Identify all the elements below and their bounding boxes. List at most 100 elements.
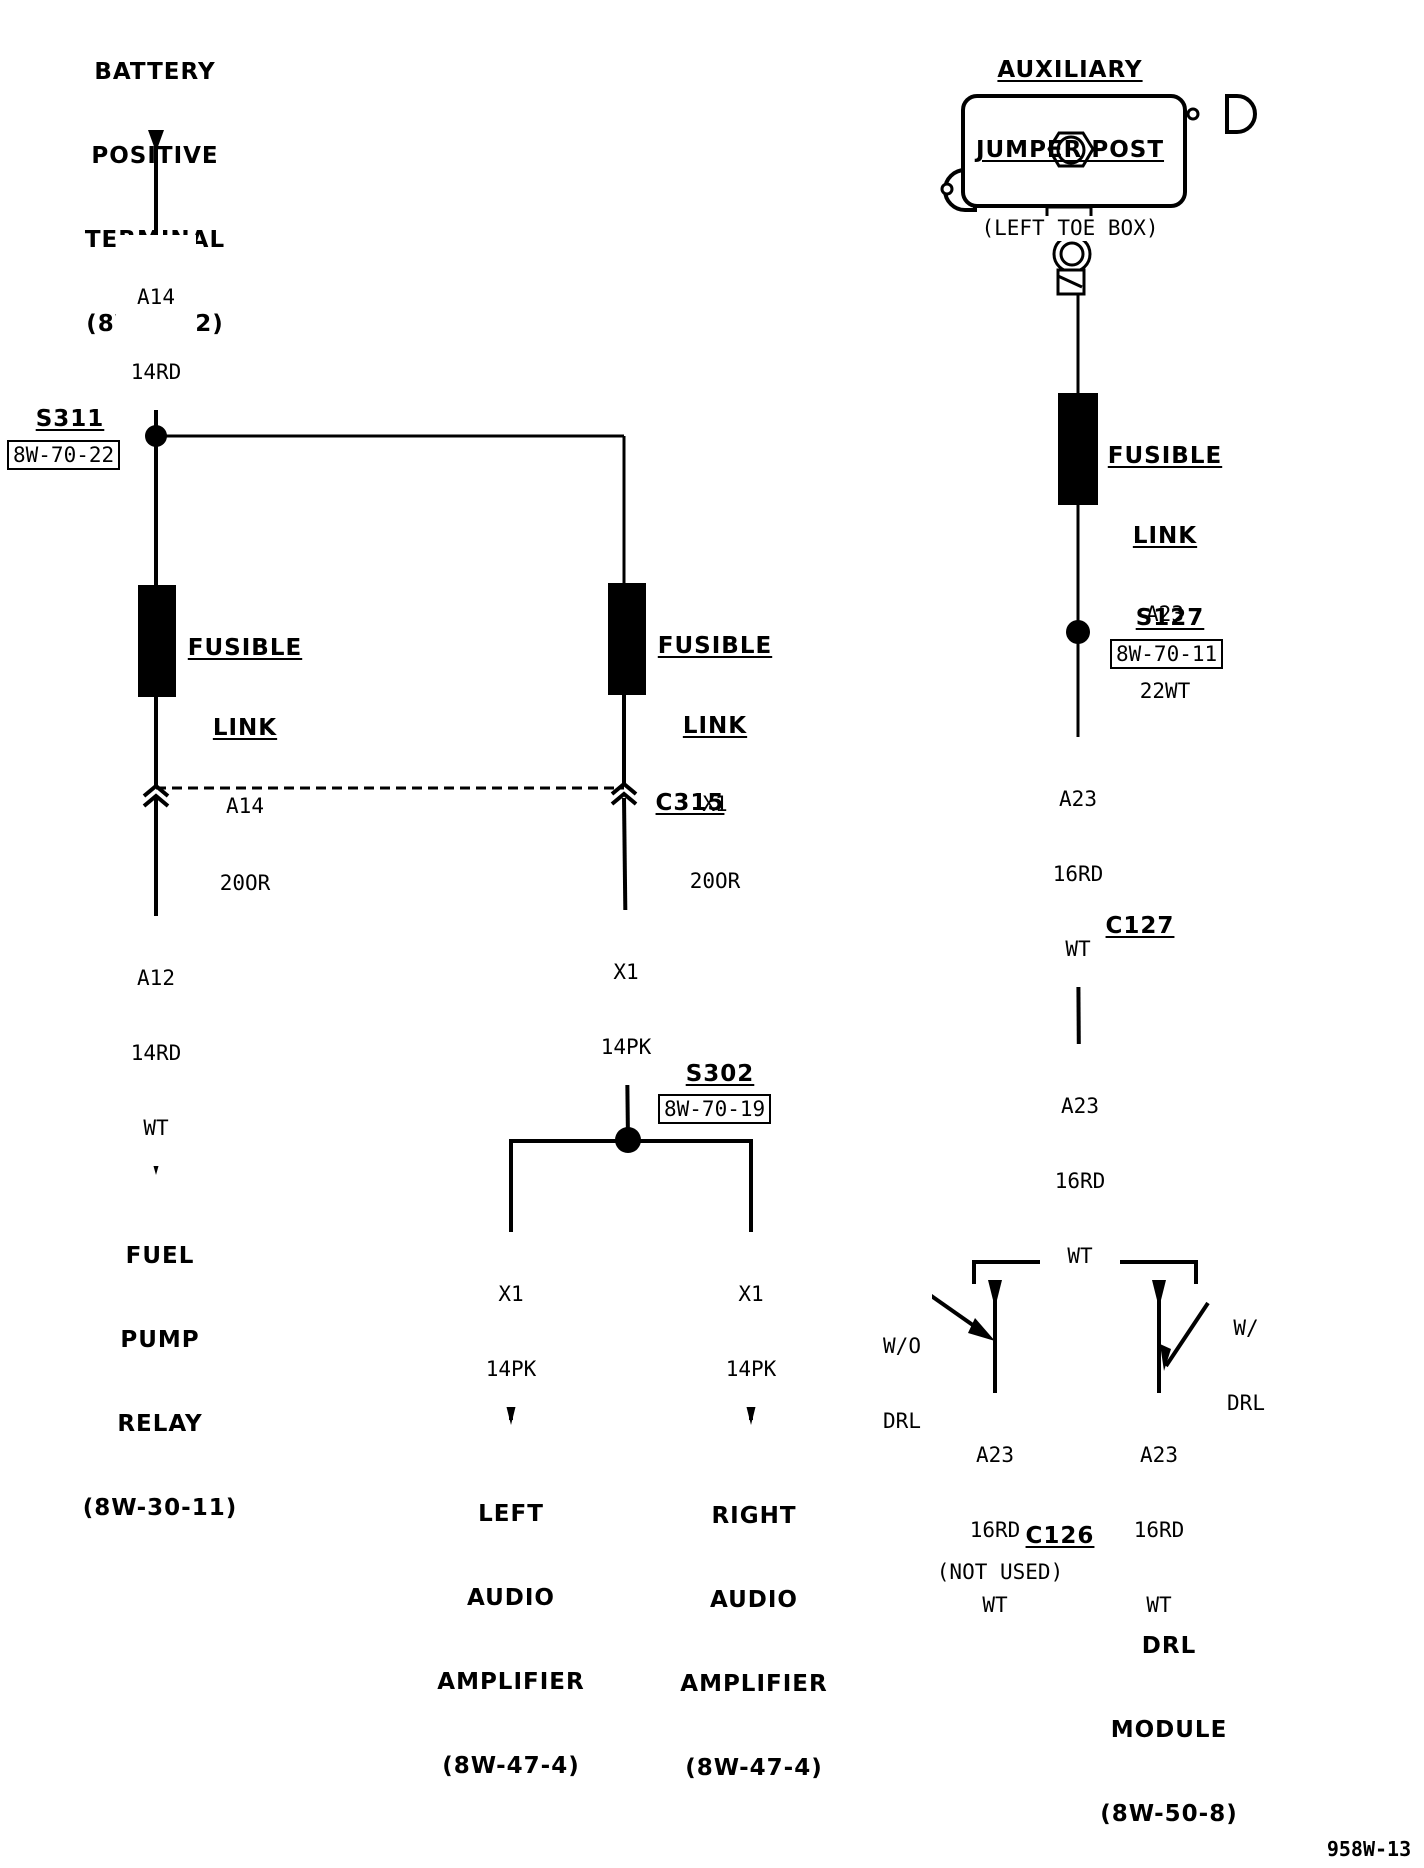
fusible-link-middle-icon [608, 583, 646, 695]
wire-tracer: WT [1146, 1593, 1172, 1617]
wo-drl-pointer-head-icon [968, 1318, 995, 1341]
fusible-title: FUSIBLE [1107, 443, 1223, 469]
wire-gauge-color: 14PK [485, 1357, 537, 1381]
dest-line-3: RELAY [117, 1411, 203, 1437]
circuit-code: A23 [1140, 1443, 1178, 1467]
circuit-code: X1 [738, 1282, 764, 1306]
circuit-code: A12 [137, 966, 175, 990]
fuel-pump-relay-label: FUEL PUMP RELAY (8W-30-11) [60, 1186, 260, 1550]
link-title: LINK [682, 713, 748, 739]
wire-gauge-color: 16RD [1133, 1518, 1185, 1542]
wire-label-x1-right: X1 14PK [711, 1232, 791, 1407]
auxiliary-jumper-post-label: AUXILIARY JUMPER POST (LEFT TOE BOX) [960, 4, 1180, 267]
wire-gauge-color: 16RD [1052, 862, 1104, 886]
circuit-code: A23 [1059, 787, 1097, 811]
circuit-code: A14 [137, 285, 175, 309]
jumper-location: (LEFT TOE BOX) [960, 216, 1180, 241]
dest-line-2: AUDIO [710, 1587, 798, 1613]
w-drl-pointer [1164, 1301, 1210, 1368]
option-line-2: DRL [1227, 1391, 1265, 1415]
circuit-code: A23 [1061, 1094, 1099, 1118]
wire-tracer: WT [1065, 937, 1091, 961]
jumper-title-2: JUMPER POST [975, 137, 1165, 163]
dest-line-3: AMPLIFIER [437, 1669, 585, 1695]
dest-ref: (8W-47-4) [685, 1755, 823, 1781]
right-audio-amplifier-label: RIGHT AUDIO AMPLIFIER (8W-47-4) [654, 1446, 854, 1810]
wire-label-x1-left: X1 14PK [471, 1232, 551, 1407]
connector-c126-label: C126 [1025, 1523, 1095, 1549]
wire-label-a23-wo-drl: A23 16RD WT [955, 1393, 1035, 1643]
option-line-2: DRL [883, 1409, 921, 1433]
wire-tracer: WT [982, 1593, 1008, 1617]
wire-label-a23-lower: A23 16RD WT [1040, 1044, 1120, 1294]
fusible-title: FUSIBLE [187, 635, 303, 661]
circuit-code: X1 [613, 960, 639, 984]
dest-line-3: AMPLIFIER [680, 1671, 828, 1697]
option-without-drl-label: W/O DRL [872, 1284, 932, 1459]
wire-label-a12: A12 14RD WT [116, 916, 196, 1166]
fusible-title: FUSIBLE [657, 633, 773, 659]
wire-gauge-color: 16RD [969, 1518, 1021, 1542]
arrow-battery-icon [148, 130, 164, 152]
fusible-circuit: X1 [650, 792, 780, 817]
link-title: LINK [212, 715, 278, 741]
wire-label-a23-w-drl: A23 16RD WT [1119, 1393, 1199, 1643]
dest-line-1: DRL [1141, 1633, 1197, 1659]
dest-ref: (8W-50-8) [1100, 1801, 1238, 1827]
drl-module-label: DRL MODULE (8W-50-8) [1069, 1576, 1269, 1856]
dest-line-1: FUEL [125, 1243, 195, 1269]
arrow-wo-drl-branch-icon [988, 1280, 1002, 1308]
splice-s311-dot [145, 425, 167, 447]
dest-ref: (8W-47-4) [442, 1753, 580, 1779]
wire-gauge-color: 14RD [130, 1041, 182, 1065]
connector-c315-right-icon [610, 781, 638, 806]
arrow-w-drl-branch-icon [1152, 1280, 1166, 1308]
fusible-link-right-icon [1058, 393, 1098, 505]
option-with-drl-label: W/ DRL [1216, 1266, 1276, 1441]
jumper-post-icon [940, 94, 1257, 296]
battery-line-2: POSITIVE [91, 143, 219, 169]
wire-label-a23-upper: A23 16RD WT [1038, 737, 1118, 987]
splice-s311-ref: 8W-70-22 [7, 440, 121, 470]
w-drl-pointer-head-icon [1160, 1344, 1171, 1371]
splice-s311-label: S311 [35, 406, 105, 432]
wire-tracer: WT [143, 1116, 169, 1140]
splice-s127-dot [1066, 620, 1090, 644]
fusible-link-middle-label: FUSIBLE LINK X1 20OR [650, 580, 780, 920]
wire-label-x1-mid: X1 14PK [586, 910, 666, 1085]
dest-line-2: PUMP [120, 1327, 200, 1353]
wire-gauge-color: 14PK [725, 1357, 777, 1381]
link-title: LINK [1132, 523, 1198, 549]
option-line-1: W/O [883, 1334, 921, 1358]
circuit-code: A23 [976, 1443, 1014, 1467]
dest-ref: (8W-30-11) [82, 1495, 238, 1521]
splice-s127-label: S127 [1135, 605, 1205, 631]
left-audio-amplifier-label: LEFT AUDIO AMPLIFIER (8W-47-4) [411, 1444, 611, 1808]
fusible-circuit: A23 [1100, 602, 1230, 627]
fusible-wire: 22WT [1100, 679, 1230, 704]
wire-tracer: WT [1067, 1244, 1093, 1268]
fusible-link-left-icon [138, 585, 176, 697]
wire-label-a14-top: A14 14RD [116, 235, 196, 410]
dest-line-1: RIGHT [711, 1503, 797, 1529]
splice-s302-ref: 8W-70-19 [658, 1094, 772, 1124]
dest-line-2: AUDIO [467, 1585, 555, 1611]
circuit-code: X1 [498, 1282, 524, 1306]
connector-c315-left-icon [142, 783, 170, 808]
connector-c127-label: C127 [1105, 913, 1175, 939]
fusible-wire: 20OR [650, 869, 780, 894]
dest-line-1: LEFT [478, 1501, 544, 1527]
dest-line-2: MODULE [1110, 1717, 1228, 1743]
fusible-wire: 20OR [180, 871, 310, 896]
connector-c126-note: (NOT USED) [936, 1560, 1064, 1584]
battery-line-1: BATTERY [94, 59, 216, 85]
connector-c315-label: C315 [655, 790, 725, 816]
fusible-circuit: A14 [180, 794, 310, 819]
page-code: 958W-13 [1326, 1837, 1412, 1861]
option-line-1: W/ [1233, 1316, 1259, 1340]
fusible-link-left-label: FUSIBLE LINK A14 20OR [180, 582, 310, 922]
jumper-title-1: AUXILIARY [997, 57, 1143, 83]
wire-gauge-color: 14RD [130, 360, 182, 384]
splice-s302-dot [615, 1127, 641, 1153]
splice-s127-ref: 8W-70-11 [1110, 639, 1224, 669]
